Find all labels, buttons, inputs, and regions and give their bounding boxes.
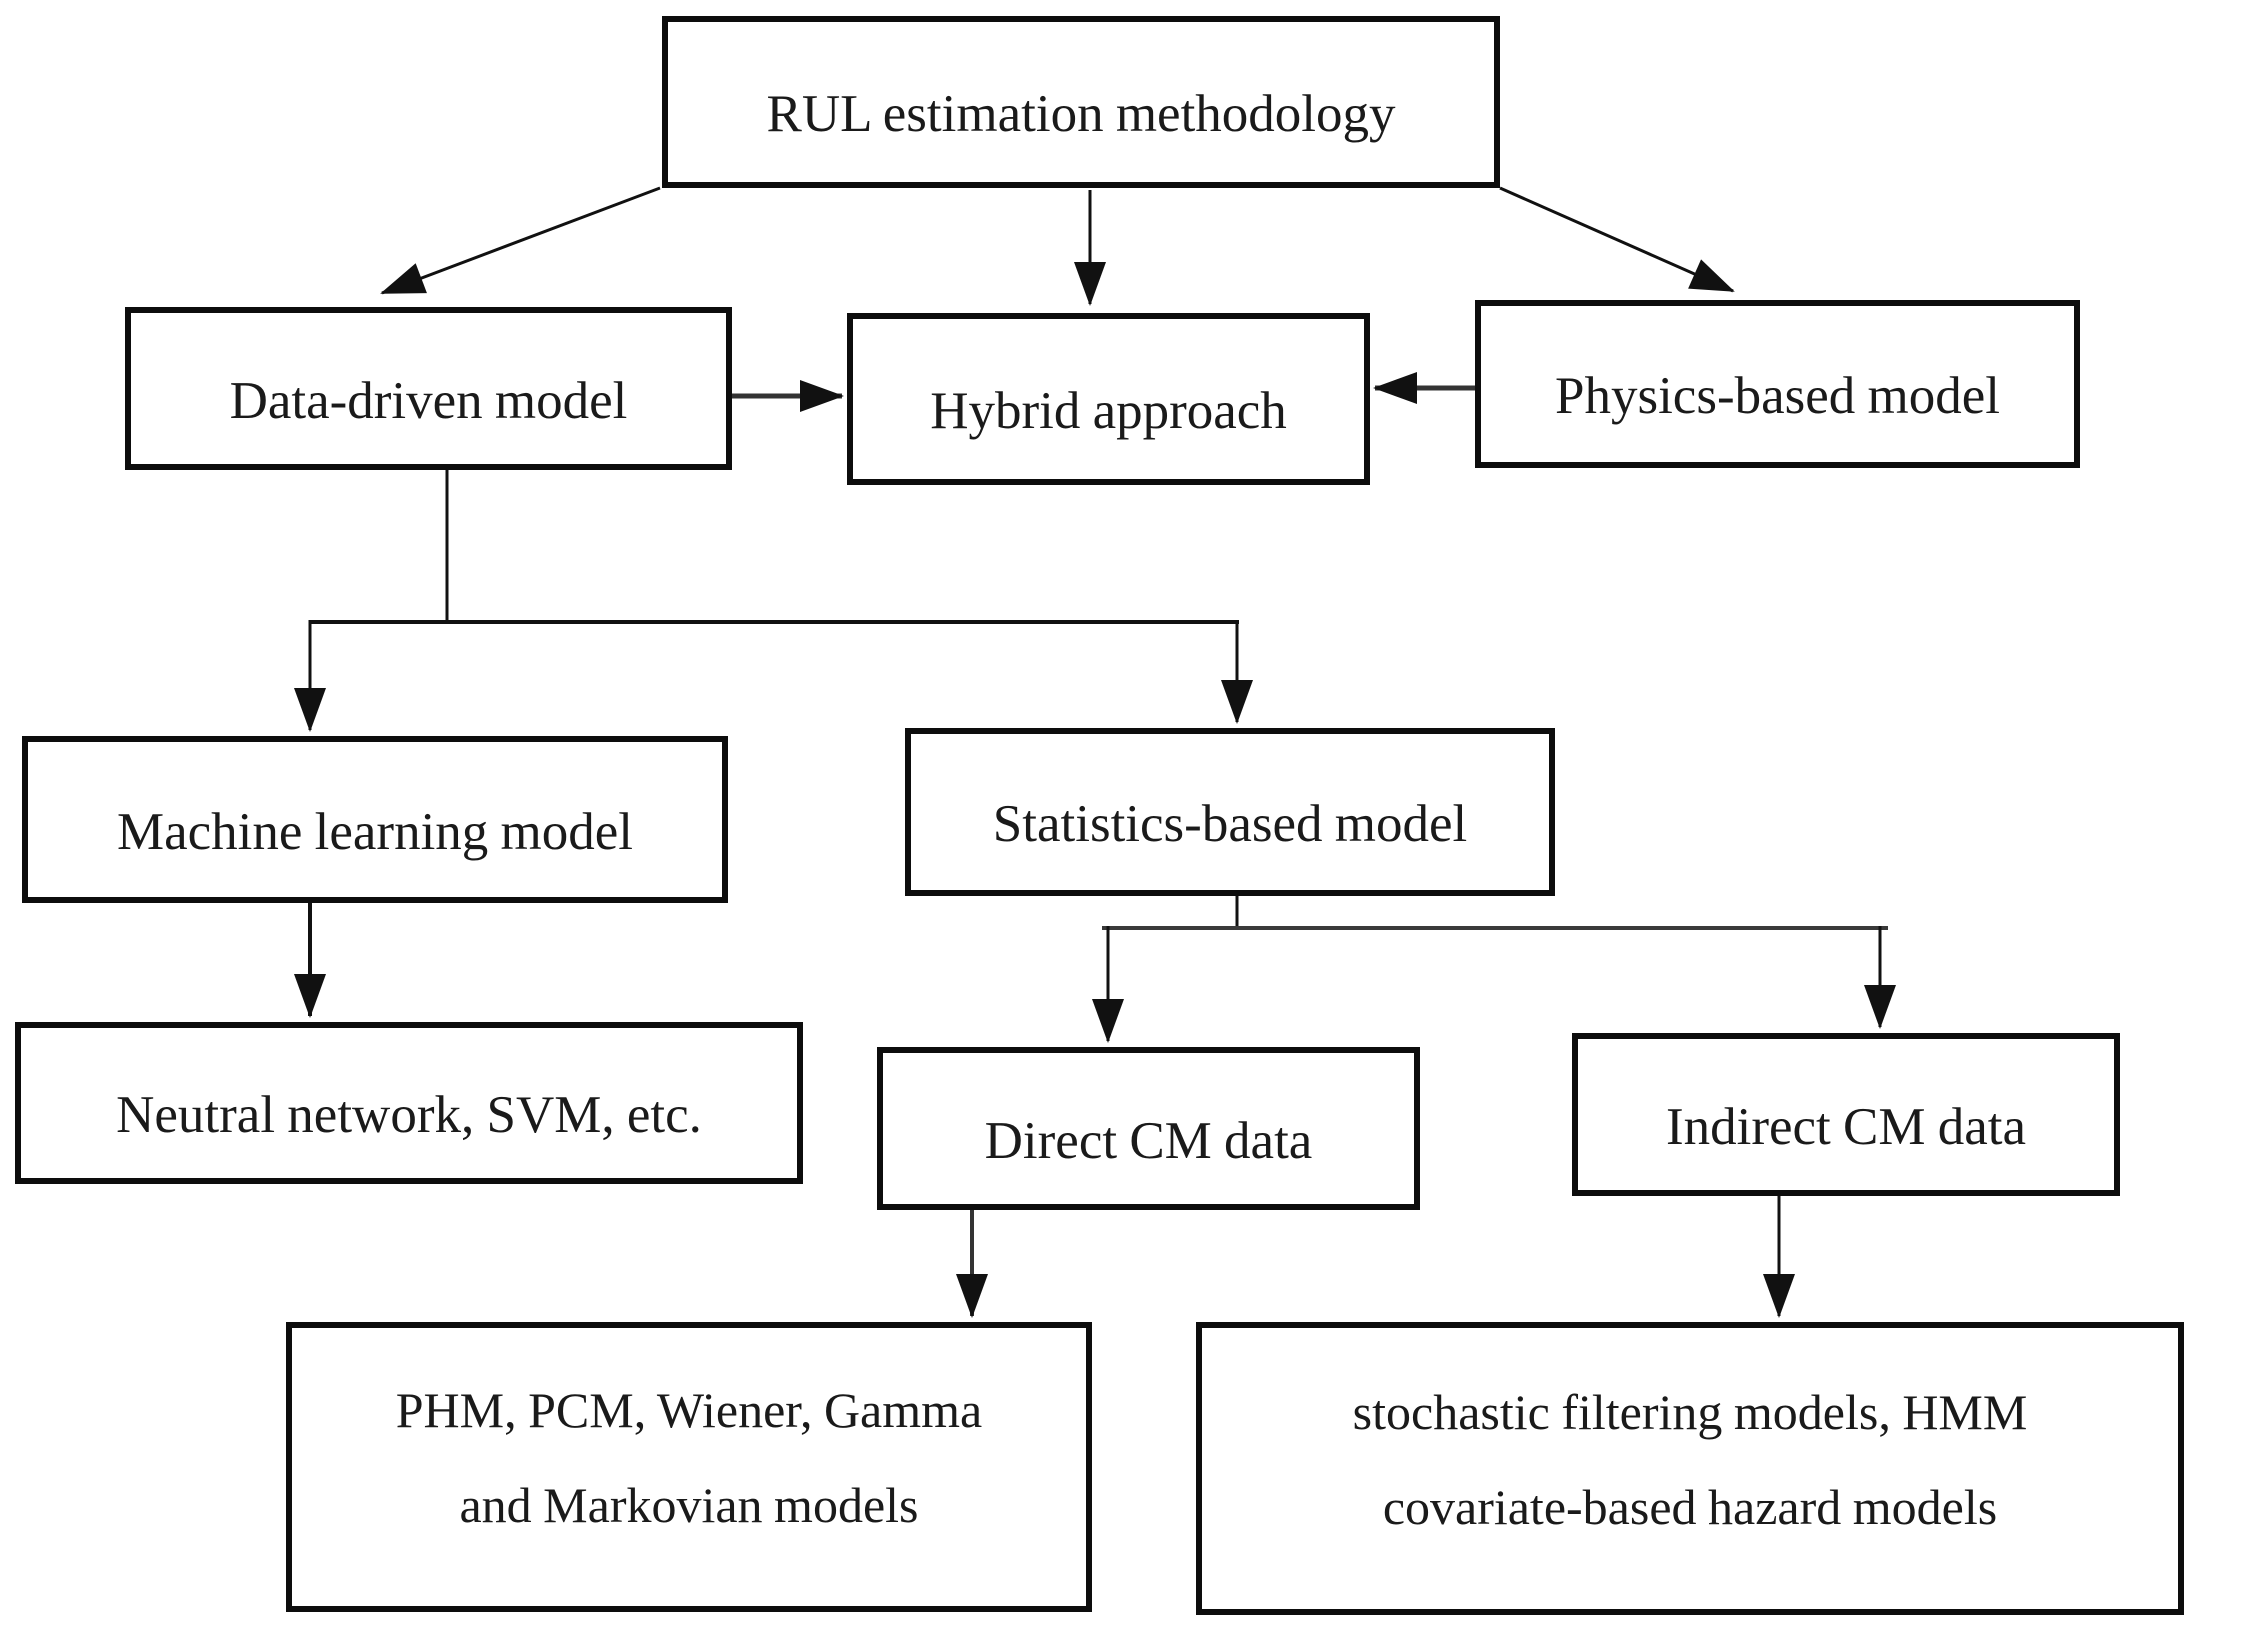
node-label: Machine learning model <box>116 802 634 861</box>
node-label-line-1: stochastic filtering models, HMM <box>1352 1383 2028 1440</box>
node-stochastic-filtering-hmm-hazard: stochastic filtering models, HMM covaria… <box>1196 1322 2184 1615</box>
node-direct-cm-data: Direct CM data <box>877 1047 1420 1210</box>
node-phm-pcm-wiener-gamma-markovian: PHM, PCM, Wiener, Gamma and Markovian mo… <box>286 1322 1092 1612</box>
node-label: Statistics-based model <box>992 795 1468 854</box>
node-statistics-based-model: Statistics-based model <box>905 728 1555 896</box>
node-hybrid-approach: Hybrid approach <box>847 313 1370 485</box>
node-machine-learning-model: Machine learning model <box>22 736 728 903</box>
node-label-line-2: covariate-based hazard models <box>1382 1478 1998 1535</box>
node-label-line-1: PHM, PCM, Wiener, Gamma <box>395 1382 983 1438</box>
edge-rul-to-data-driven <box>380 186 661 295</box>
node-label: Data-driven model <box>229 371 628 430</box>
node-label: Indirect CM data <box>1665 1097 2027 1156</box>
node-rul-estimation-methodology: RUL estimation methodology <box>662 16 1500 188</box>
node-label: Direct CM data <box>984 1111 1313 1170</box>
node-label: Neutral network, SVM, etc. <box>116 1086 702 1145</box>
node-data-driven-model: Data-driven model <box>125 307 732 470</box>
node-label: Hybrid approach <box>930 382 1287 441</box>
node-label-line-2: and Markovian models <box>459 1477 919 1533</box>
node-label: RUL estimation methodology <box>766 85 1396 144</box>
node-indirect-cm-data: Indirect CM data <box>1572 1033 2120 1196</box>
node-neutral-network-svm: Neutral network, SVM, etc. <box>15 1022 803 1184</box>
edge-rul-to-physics <box>1499 186 1735 293</box>
node-label: Physics-based model <box>1554 367 2001 426</box>
node-physics-based-model: Physics-based model <box>1475 300 2080 468</box>
